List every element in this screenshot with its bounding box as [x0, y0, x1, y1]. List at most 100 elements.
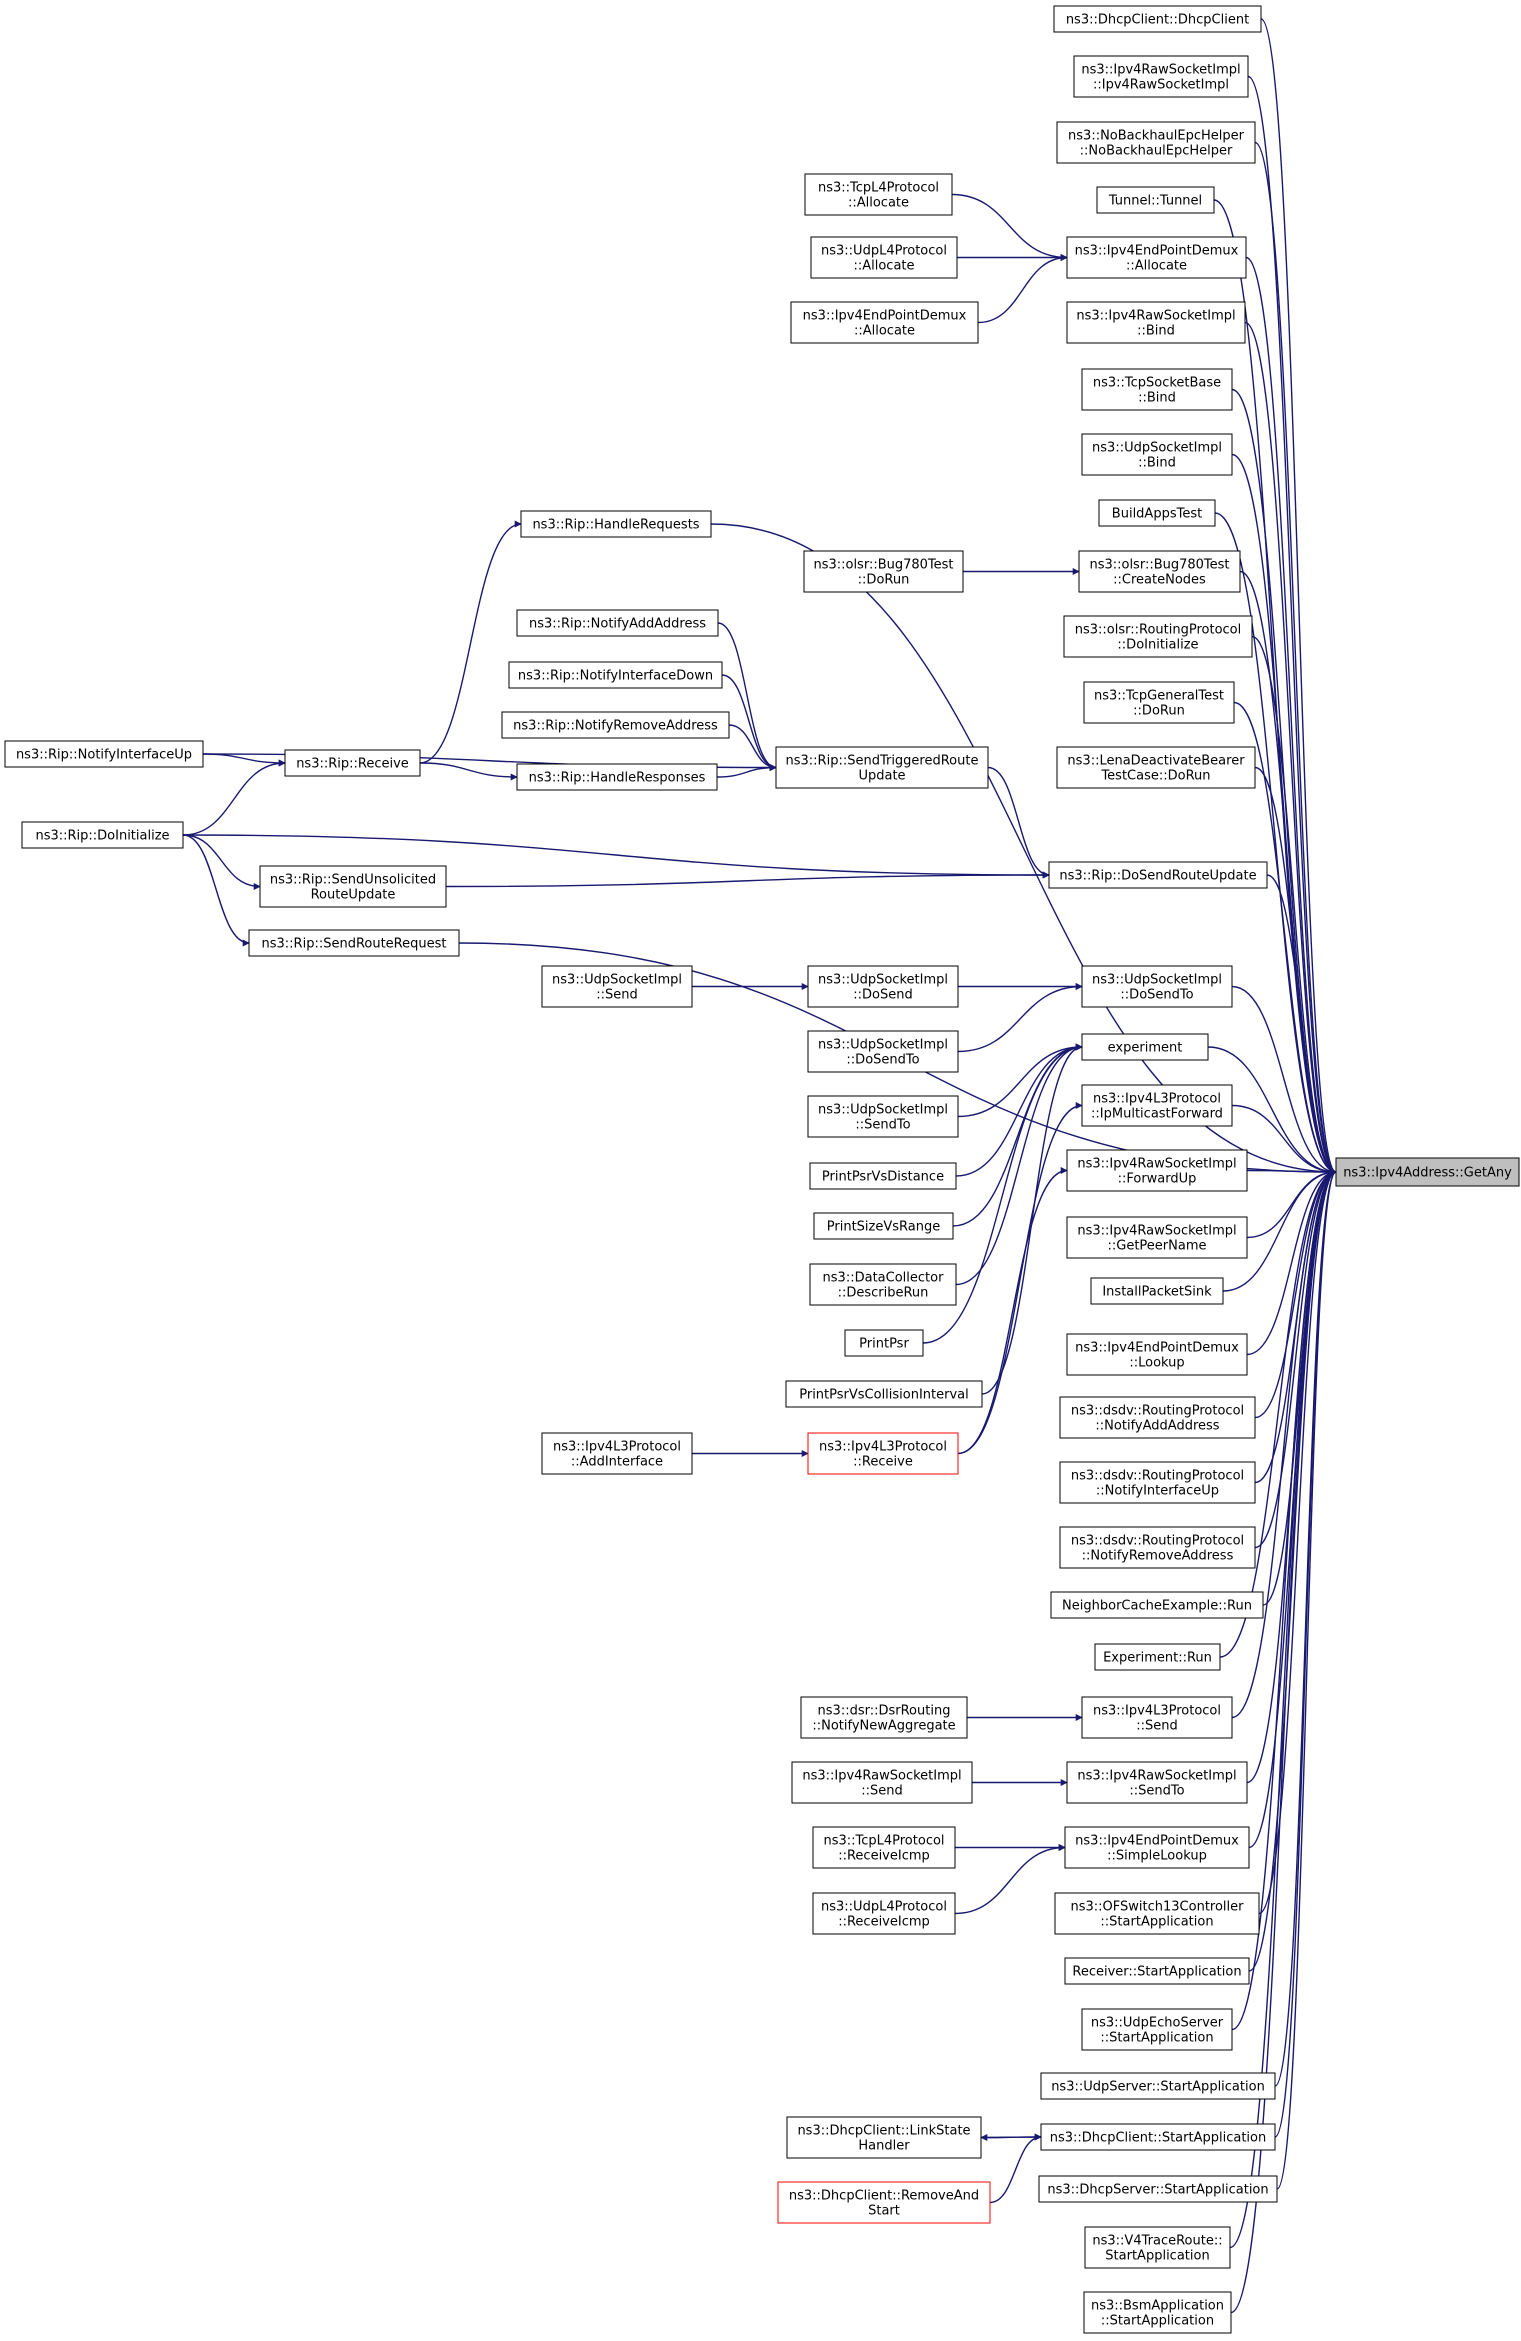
node-rawsock-bind[interactable]: ns3::Ipv4RawSocketImpl::Bind: [1066, 301, 1246, 344]
node-box: [1056, 121, 1256, 164]
node-udpsock-dosendto2[interactable]: ns3::UdpSocketImpl::DoSendTo: [807, 1030, 959, 1073]
node-box: [807, 965, 959, 1008]
node-experiment-run[interactable]: Experiment::Run: [1094, 1643, 1221, 1671]
node-box: [790, 301, 979, 344]
node-receiver-start[interactable]: Receiver::StartApplication: [1064, 1957, 1250, 1985]
node-nobackhaul[interactable]: ns3::NoBackhaulEpcHelper::NoBackhaulEpcH…: [1056, 121, 1256, 164]
node-printsizevsrange[interactable]: PrintSizeVsRange: [813, 1212, 954, 1240]
node-rip-handleresponses[interactable]: ns3::Rip::HandleResponses: [516, 763, 718, 791]
node-neighborcache[interactable]: NeighborCacheExample::Run: [1050, 1591, 1264, 1619]
node-buildapps[interactable]: BuildAppsTest: [1098, 499, 1216, 527]
node-box: [1059, 1526, 1256, 1569]
node-bsmapp[interactable]: ns3::BsmApplication::StartApplication: [1083, 2291, 1232, 2334]
node-printpsrvsdist[interactable]: PrintPsrVsDistance: [809, 1162, 957, 1190]
node-rip-notifyifup[interactable]: ns3::Rip::NotifyInterfaceUp: [4, 740, 204, 768]
edge-rip_sendtriggered-to-rip_dosendroute: [987, 766, 1050, 879]
node-rip-notifyifdown[interactable]: ns3::Rip::NotifyInterfaceDown: [508, 661, 723, 689]
node-tcpgeneral[interactable]: ns3::TcpGeneralTest::DoRun: [1083, 681, 1235, 724]
node-ipv4l3-ipmcast[interactable]: ns3::Ipv4L3Protocol::IpMulticastForward: [1081, 1084, 1233, 1127]
node-rip-handlerequests[interactable]: ns3::Rip::HandleRequests: [520, 510, 712, 538]
node-box: [809, 1263, 957, 1306]
node-printpsrvscoll[interactable]: PrintPsrVsCollisionInterval: [785, 1380, 983, 1408]
node-olsr-doinit[interactable]: ns3::olsr::RoutingProtocol::DoInitialize: [1063, 615, 1253, 658]
node-olsr-dorun[interactable]: ns3::olsr::Bug780Test::DoRun: [803, 550, 964, 593]
node-rip-notifyremoveaddr[interactable]: ns3::Rip::NotifyRemoveAddress: [501, 711, 730, 739]
node-udpsock-sendto[interactable]: ns3::UdpSocketImpl::SendTo: [807, 1095, 959, 1138]
node-dhcpserver-start[interactable]: ns3::DhcpServer::StartApplication: [1038, 2175, 1278, 2203]
edge-rip_handleresponses-to-rip_sendtriggered: [716, 764, 777, 778]
edge-epdemux_simplelookup-to-getany: [1248, 1168, 1337, 1849]
edge-rip_doinit-to-rip_sendunsolicited: [182, 834, 261, 890]
node-label: ns3::DataCollector: [823, 1271, 945, 1286]
node-label: ns3::Rip::SendUnsolicited: [270, 873, 436, 888]
node-rawsock-sendto[interactable]: ns3::Ipv4RawSocketImpl::SendTo: [1066, 1761, 1248, 1804]
node-label: PrintPsrVsCollisionInterval: [799, 1388, 969, 1403]
node-label: ::DoRun: [858, 573, 910, 588]
node-rip-receive[interactable]: ns3::Rip::Receive: [284, 749, 421, 777]
edge-dhcpclient_start-to-getany: [1274, 1168, 1337, 2138]
node-label: ns3::Ipv4EndPointDemux: [1075, 1341, 1239, 1356]
node-experiment[interactable]: experiment: [1081, 1033, 1209, 1061]
node-udpl4-receiveicmp[interactable]: ns3::UdpL4Protocol::ReceiveIcmp: [812, 1892, 956, 1935]
node-rip-doinit[interactable]: ns3::Rip::DoInitialize: [21, 821, 184, 849]
node-installpacketsink[interactable]: InstallPacketSink: [1090, 1277, 1224, 1305]
node-label: ::Bind: [1138, 456, 1176, 471]
node-label: ::AddInterface: [571, 1455, 663, 1470]
node-tcpl4-receiveicmp[interactable]: ns3::TcpL4Protocol::ReceiveIcmp: [812, 1826, 956, 1869]
node-box: [812, 1892, 956, 1935]
node-label: ns3::V4TraceRoute::: [1092, 2234, 1222, 2249]
node-label: ns3::Rip::HandleRequests: [532, 518, 699, 533]
node-label: ns3::TcpL4Protocol: [818, 181, 939, 196]
node-dsdv-notifyremove[interactable]: ns3::dsdv::RoutingProtocol::NotifyRemove…: [1059, 1526, 1256, 1569]
node-dsdv-notifyaddaddr[interactable]: ns3::dsdv::RoutingProtocol::NotifyAddAdd…: [1059, 1396, 1256, 1439]
node-udpserver-start[interactable]: ns3::UdpServer::StartApplication: [1040, 2072, 1276, 2100]
node-dhcpclient-start[interactable]: ns3::DhcpClient::StartApplication: [1040, 2123, 1276, 2151]
node-udpsock-dosend[interactable]: ns3::UdpSocketImpl::DoSend: [807, 965, 959, 1008]
node-olsr-createnodes[interactable]: ns3::olsr::Bug780Test::CreateNodes: [1078, 550, 1241, 593]
node-rawsock-getpeername[interactable]: ns3::Ipv4RawSocketImpl::GetPeerName: [1066, 1216, 1248, 1259]
node-label: ::Allocate: [848, 196, 909, 211]
edge-udpsock_dosendto-to-getany: [1231, 985, 1337, 1176]
node-udpsock-bind[interactable]: ns3::UdpSocketImpl::Bind: [1081, 433, 1233, 476]
node-tunnel[interactable]: Tunnel::Tunnel: [1096, 186, 1215, 214]
node-rawsock-forwardup[interactable]: ns3::Ipv4RawSocketImpl::ForwardUp: [1066, 1149, 1248, 1192]
node-getany[interactable]: ns3::Ipv4Address::GetAny: [1335, 1157, 1520, 1187]
node-ipv4rawsock-ctor[interactable]: ns3::Ipv4RawSocketImpl::Ipv4RawSocketImp…: [1073, 55, 1249, 98]
node-dsr-notify[interactable]: ns3::dsr::DsrRouting::NotifyNewAggregate: [800, 1696, 968, 1739]
node-label: ns3::Ipv4RawSocketImpl: [1077, 1157, 1236, 1172]
node-epdemux-allocate2[interactable]: ns3::Ipv4EndPointDemux::Allocate: [790, 301, 979, 344]
node-ipv4l3-receive[interactable]: ns3::Ipv4L3Protocol::Receive: [807, 1432, 959, 1475]
node-ofswitch[interactable]: ns3::OFSwitch13Controller::StartApplicat…: [1054, 1892, 1260, 1935]
node-label: ns3::Ipv4EndPointDemux: [1075, 244, 1239, 259]
node-rip-dosendroute[interactable]: ns3::Rip::DoSendRouteUpdate: [1048, 861, 1268, 889]
node-printpsr[interactable]: PrintPsr: [844, 1329, 924, 1357]
node-ipv4l3-addif[interactable]: ns3::Ipv4L3Protocol::AddInterface: [541, 1432, 693, 1475]
node-v4traceroute[interactable]: ns3::V4TraceRoute::StartApplication: [1084, 2226, 1231, 2269]
node-epdemux-simplelookup[interactable]: ns3::Ipv4EndPointDemux::SimpleLookup: [1064, 1826, 1250, 1869]
node-udpecho-start[interactable]: ns3::UdpEchoServer::StartApplication: [1081, 2008, 1233, 2051]
node-epdemux-lookup[interactable]: ns3::Ipv4EndPointDemux::Lookup: [1066, 1333, 1248, 1376]
node-rip-sendrouterequest[interactable]: ns3::Rip::SendRouteRequest: [248, 929, 460, 957]
node-datacollector[interactable]: ns3::DataCollector::DescribeRun: [809, 1263, 957, 1306]
node-udpsock-dosendto[interactable]: ns3::UdpSocketImpl::DoSendTo: [1081, 965, 1233, 1008]
node-rip-notifyaddaddr[interactable]: ns3::Rip::NotifyAddAddress: [516, 609, 719, 637]
node-dhcpclient-ctor[interactable]: ns3::DhcpClient::DhcpClient: [1053, 5, 1262, 33]
node-epdemux-allocate[interactable]: ns3::Ipv4EndPointDemux::Allocate: [1066, 236, 1247, 279]
node-udpsock-send[interactable]: ns3::UdpSocketImpl::Send: [541, 965, 693, 1008]
edge-ipv4l3_ipmcast-to-getany: [1231, 1104, 1337, 1176]
node-box: [809, 1162, 957, 1190]
node-rawsock-send[interactable]: ns3::Ipv4RawSocketImpl::Send: [791, 1761, 973, 1804]
node-label: ::NotifyInterfaceUp: [1096, 1484, 1219, 1499]
node-tcpl4-allocate[interactable]: ns3::TcpL4Protocol::Allocate: [804, 173, 953, 216]
node-tcpsock-bind[interactable]: ns3::TcpSocketBase::Bind: [1081, 368, 1233, 411]
node-label: ::StartApplication: [1100, 1915, 1213, 1930]
node-dsdv-notifyifup[interactable]: ns3::dsdv::RoutingProtocol::NotifyInterf…: [1059, 1461, 1256, 1504]
node-label: ns3::Ipv4L3Protocol: [1093, 1092, 1221, 1107]
node-ipv4l3-send[interactable]: ns3::Ipv4L3Protocol::Send: [1081, 1696, 1233, 1739]
node-udpl4-allocate[interactable]: ns3::UdpL4Protocol::Allocate: [810, 236, 958, 279]
